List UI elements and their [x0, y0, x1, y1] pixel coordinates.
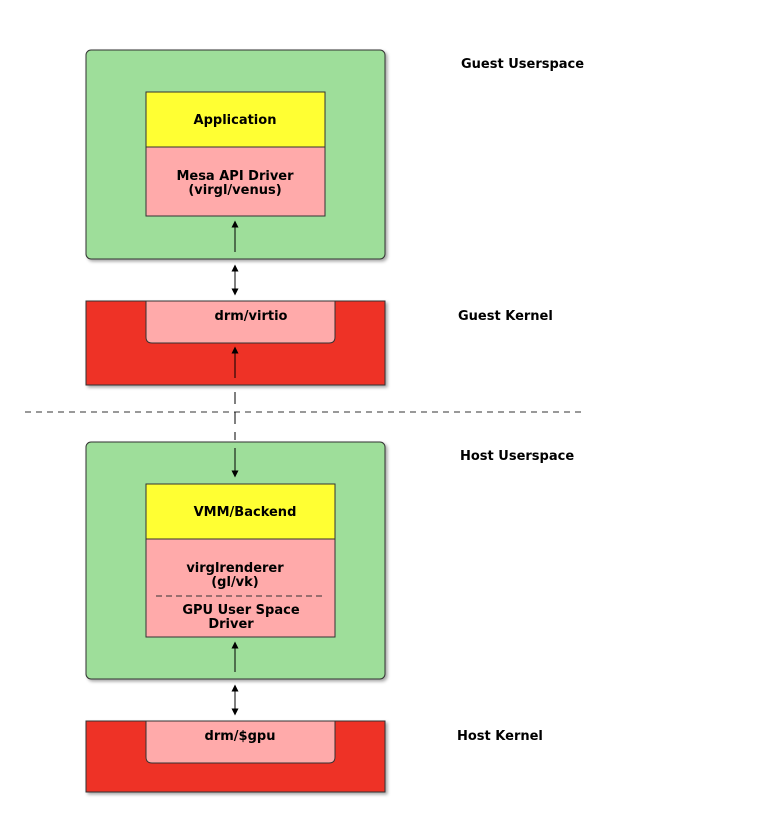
vmm-backend-label: VMM/Backend	[194, 505, 297, 520]
guest-kernel-layer: drm/virtio Guest Kernel	[85, 300, 553, 386]
drm-gpu-label: drm/$gpu	[205, 729, 276, 744]
application-label: Application	[194, 113, 277, 128]
guest-kernel-label: Guest Kernel	[458, 309, 553, 324]
host-userspace-layer: VMM/Backend virglrenderer (gl/vk) GPU Us…	[85, 441, 574, 680]
virglrenderer-sublabel: (gl/vk)	[211, 575, 259, 590]
drm-virtio-label: drm/virtio	[215, 309, 288, 324]
guest-userspace-label: Guest Userspace	[461, 57, 584, 72]
drm-gpu-box	[145, 720, 336, 764]
guest-userspace-layer: Application Mesa API Driver (virgl/venus…	[85, 49, 584, 260]
application-box	[145, 91, 326, 148]
mesa-api-driver-label: Mesa API Driver	[176, 169, 294, 184]
vmm-backend-box	[145, 483, 336, 540]
virglrenderer-box	[145, 538, 336, 638]
host-kernel-layer: drm/$gpu Host Kernel	[85, 720, 543, 793]
virglrenderer-label: virglrenderer	[186, 561, 284, 576]
mesa-api-driver-sublabel: (virgl/venus)	[188, 183, 281, 198]
mesa-api-driver-box	[145, 146, 326, 217]
gpu-user-space-driver-label: GPU User Space	[182, 603, 299, 618]
gpu-user-space-driver-sublabel: Driver	[208, 617, 254, 632]
host-kernel-label: Host Kernel	[457, 729, 543, 744]
drm-virtio-box	[145, 300, 336, 344]
host-userspace-label: Host Userspace	[460, 449, 574, 464]
